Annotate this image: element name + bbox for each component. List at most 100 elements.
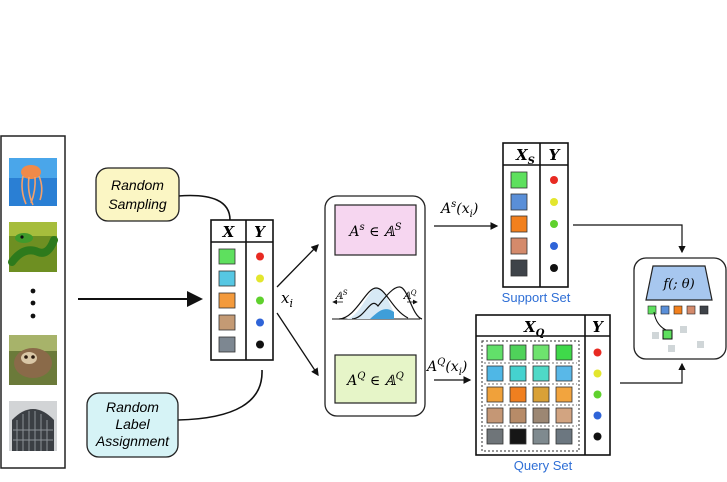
query-sample-swatch — [532, 407, 550, 424]
support-header-y: Y — [549, 146, 561, 164]
support-set-table: XS Y Support Set — [502, 142, 571, 305]
query-sample-swatch — [509, 386, 527, 403]
support-set-rows — [510, 171, 558, 277]
query-label-dot — [593, 411, 602, 420]
ellipsis-dots — [30, 288, 36, 319]
random-sampling-line2: Sampling — [108, 196, 167, 212]
model-network-shape — [645, 265, 713, 301]
center-label-dot — [256, 296, 264, 305]
query-label-dot — [593, 369, 602, 378]
support-to-model-arrow — [573, 224, 686, 254]
random-sampling-box: Random Sampling — [95, 167, 231, 222]
arrow-top-label: As(xi) — [439, 199, 478, 220]
query-sample-swatch — [555, 365, 573, 382]
support-label-dot — [550, 198, 558, 206]
support-sample-swatch — [510, 215, 528, 233]
support-augment-label: As ∈ 𝔸S — [347, 222, 401, 240]
query-to-model-arrow — [620, 362, 686, 384]
model-output-square — [686, 305, 696, 315]
model-output-square — [699, 305, 709, 315]
support-sample-swatch — [510, 193, 528, 211]
query-augment-label: AQ ∈ 𝔸Q — [345, 371, 404, 389]
model-faded-sample — [668, 345, 675, 352]
model-selected-sample — [662, 329, 673, 340]
query-header-y: Y — [592, 318, 604, 336]
xi-label: xi — [281, 289, 293, 310]
center-label-dot — [256, 252, 264, 261]
query-sample-swatch — [509, 365, 527, 382]
query-label-dot — [593, 432, 602, 441]
query-label-dot — [593, 348, 602, 357]
random-label-line2: Label — [115, 416, 150, 432]
query-set-table: XQ Y Query Set — [475, 314, 611, 473]
support-sample-swatch — [510, 259, 528, 277]
center-label-dot — [256, 340, 264, 349]
support-label-dot — [550, 220, 558, 228]
center-sample-swatch — [218, 270, 236, 287]
center-sample-swatch — [218, 336, 236, 353]
model-output-square — [673, 305, 683, 315]
query-sample-swatch — [486, 428, 504, 445]
query-sample-swatch — [532, 428, 550, 445]
support-header-x: XS — [515, 146, 535, 167]
center-label-dot — [256, 274, 264, 283]
iron-gate-image — [9, 401, 57, 451]
query-sample-swatch — [486, 344, 504, 361]
query-sample-swatch — [509, 428, 527, 445]
sloth-image — [9, 335, 57, 385]
support-sample-swatch — [510, 171, 528, 189]
random-sampling-line1: Random — [111, 177, 164, 193]
augmentation-panel: As ∈ 𝔸S 𝔸S 𝔸Q AQ ∈ 𝔸Q — [324, 195, 426, 417]
center-header-x: X — [222, 223, 236, 241]
query-sample-swatch — [486, 386, 504, 403]
query-sample-swatch — [509, 344, 527, 361]
query-header-x: XQ — [523, 318, 545, 339]
support-augment-box — [334, 204, 417, 256]
center-sample-swatch — [218, 248, 236, 265]
random-label-line1: Random — [106, 399, 159, 415]
query-sample-swatch — [532, 365, 550, 382]
model-output-square — [647, 305, 657, 315]
random-label-box: Random Label Assignment — [86, 369, 263, 458]
query-sample-swatch — [509, 407, 527, 424]
query-sample-swatch — [555, 407, 573, 424]
random-label-line3: Assignment — [95, 433, 170, 449]
model-box: f(; θ) — [633, 257, 727, 360]
jellyfish-image — [9, 158, 57, 206]
query-sample-swatch — [555, 386, 573, 403]
support-sample-swatch — [510, 237, 528, 255]
model-faded-sample — [697, 341, 704, 348]
query-sample-swatch — [532, 344, 550, 361]
center-table-rows — [218, 248, 264, 353]
query-sample-swatch — [486, 407, 504, 424]
fork-arrow-down — [276, 312, 319, 377]
center-header-y: Y — [254, 223, 266, 241]
model-faded-sample — [652, 332, 659, 339]
model-faded-sample — [680, 326, 687, 333]
query-sample-swatch — [486, 365, 504, 382]
support-label-dot — [550, 264, 558, 272]
center-label-dot — [256, 318, 264, 327]
distribution-curves: 𝔸S 𝔸Q — [332, 286, 423, 320]
support-label-dot — [550, 176, 558, 184]
query-sample-swatch — [555, 344, 573, 361]
support-label-dot — [550, 242, 558, 250]
model-output-square — [660, 305, 670, 315]
query-sample-swatch — [532, 386, 550, 403]
support-set-caption: Support Set — [502, 290, 571, 305]
query-sample-swatch — [555, 428, 573, 445]
query-augment-box — [334, 354, 417, 404]
model-output-squares — [647, 305, 709, 315]
query-label-dot — [593, 390, 602, 399]
model-label: f(; θ) — [662, 277, 694, 292]
image-column — [0, 135, 66, 469]
query-set-caption: Query Set — [514, 458, 573, 473]
curve-right-label: 𝔸Q — [402, 289, 417, 302]
arrow-bottom-label: AQ(xi) — [425, 357, 467, 378]
fork-arrow-up — [276, 244, 319, 288]
curve-left-label: 𝔸S — [334, 289, 348, 302]
center-sample-swatch — [218, 292, 236, 309]
center-sample-swatch — [218, 314, 236, 331]
green-snake-image — [8, 222, 58, 272]
